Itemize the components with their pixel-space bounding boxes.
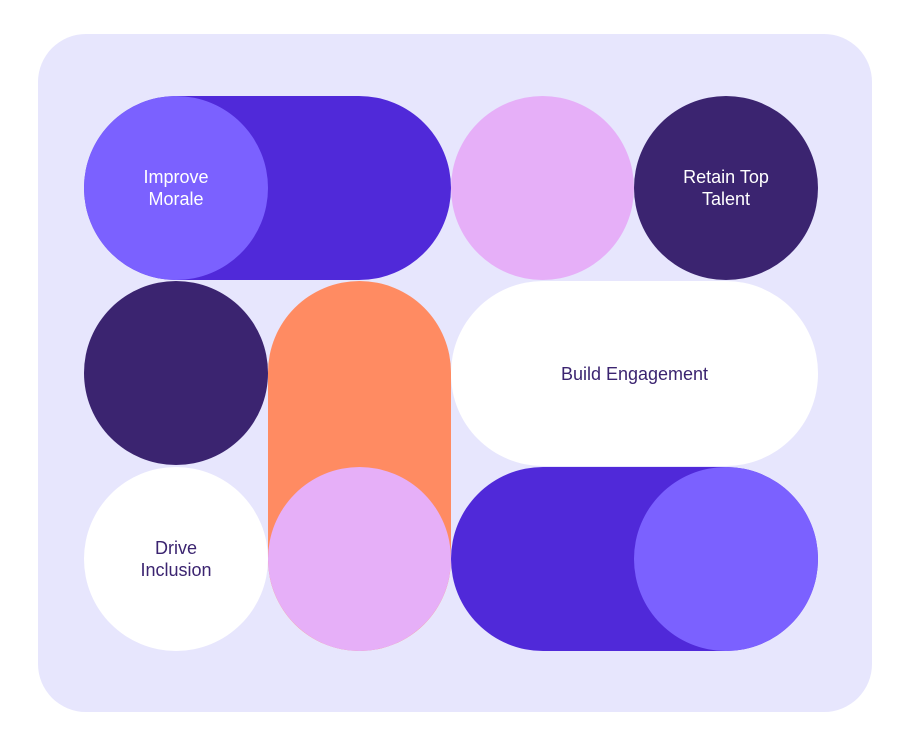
light-violet-circle-bottom: [634, 467, 818, 651]
build-engagement-label: Build Engagement: [560, 363, 709, 384]
navy-circle-left: [84, 281, 268, 465]
pink-circle-top: [451, 96, 634, 280]
pink-circle-bottom: [268, 467, 451, 651]
retain-top-talent-circle: [634, 96, 818, 280]
drive-inclusion-label: Drive Inclusion: [140, 538, 212, 580]
improve-morale-circle: [84, 96, 268, 280]
drive-inclusion-circle: [84, 467, 268, 651]
retain-top-talent-label: Retain Top Talent: [683, 167, 769, 209]
build-engagement-pill: [451, 281, 818, 466]
improve-morale-label: Improve Morale: [143, 167, 209, 209]
